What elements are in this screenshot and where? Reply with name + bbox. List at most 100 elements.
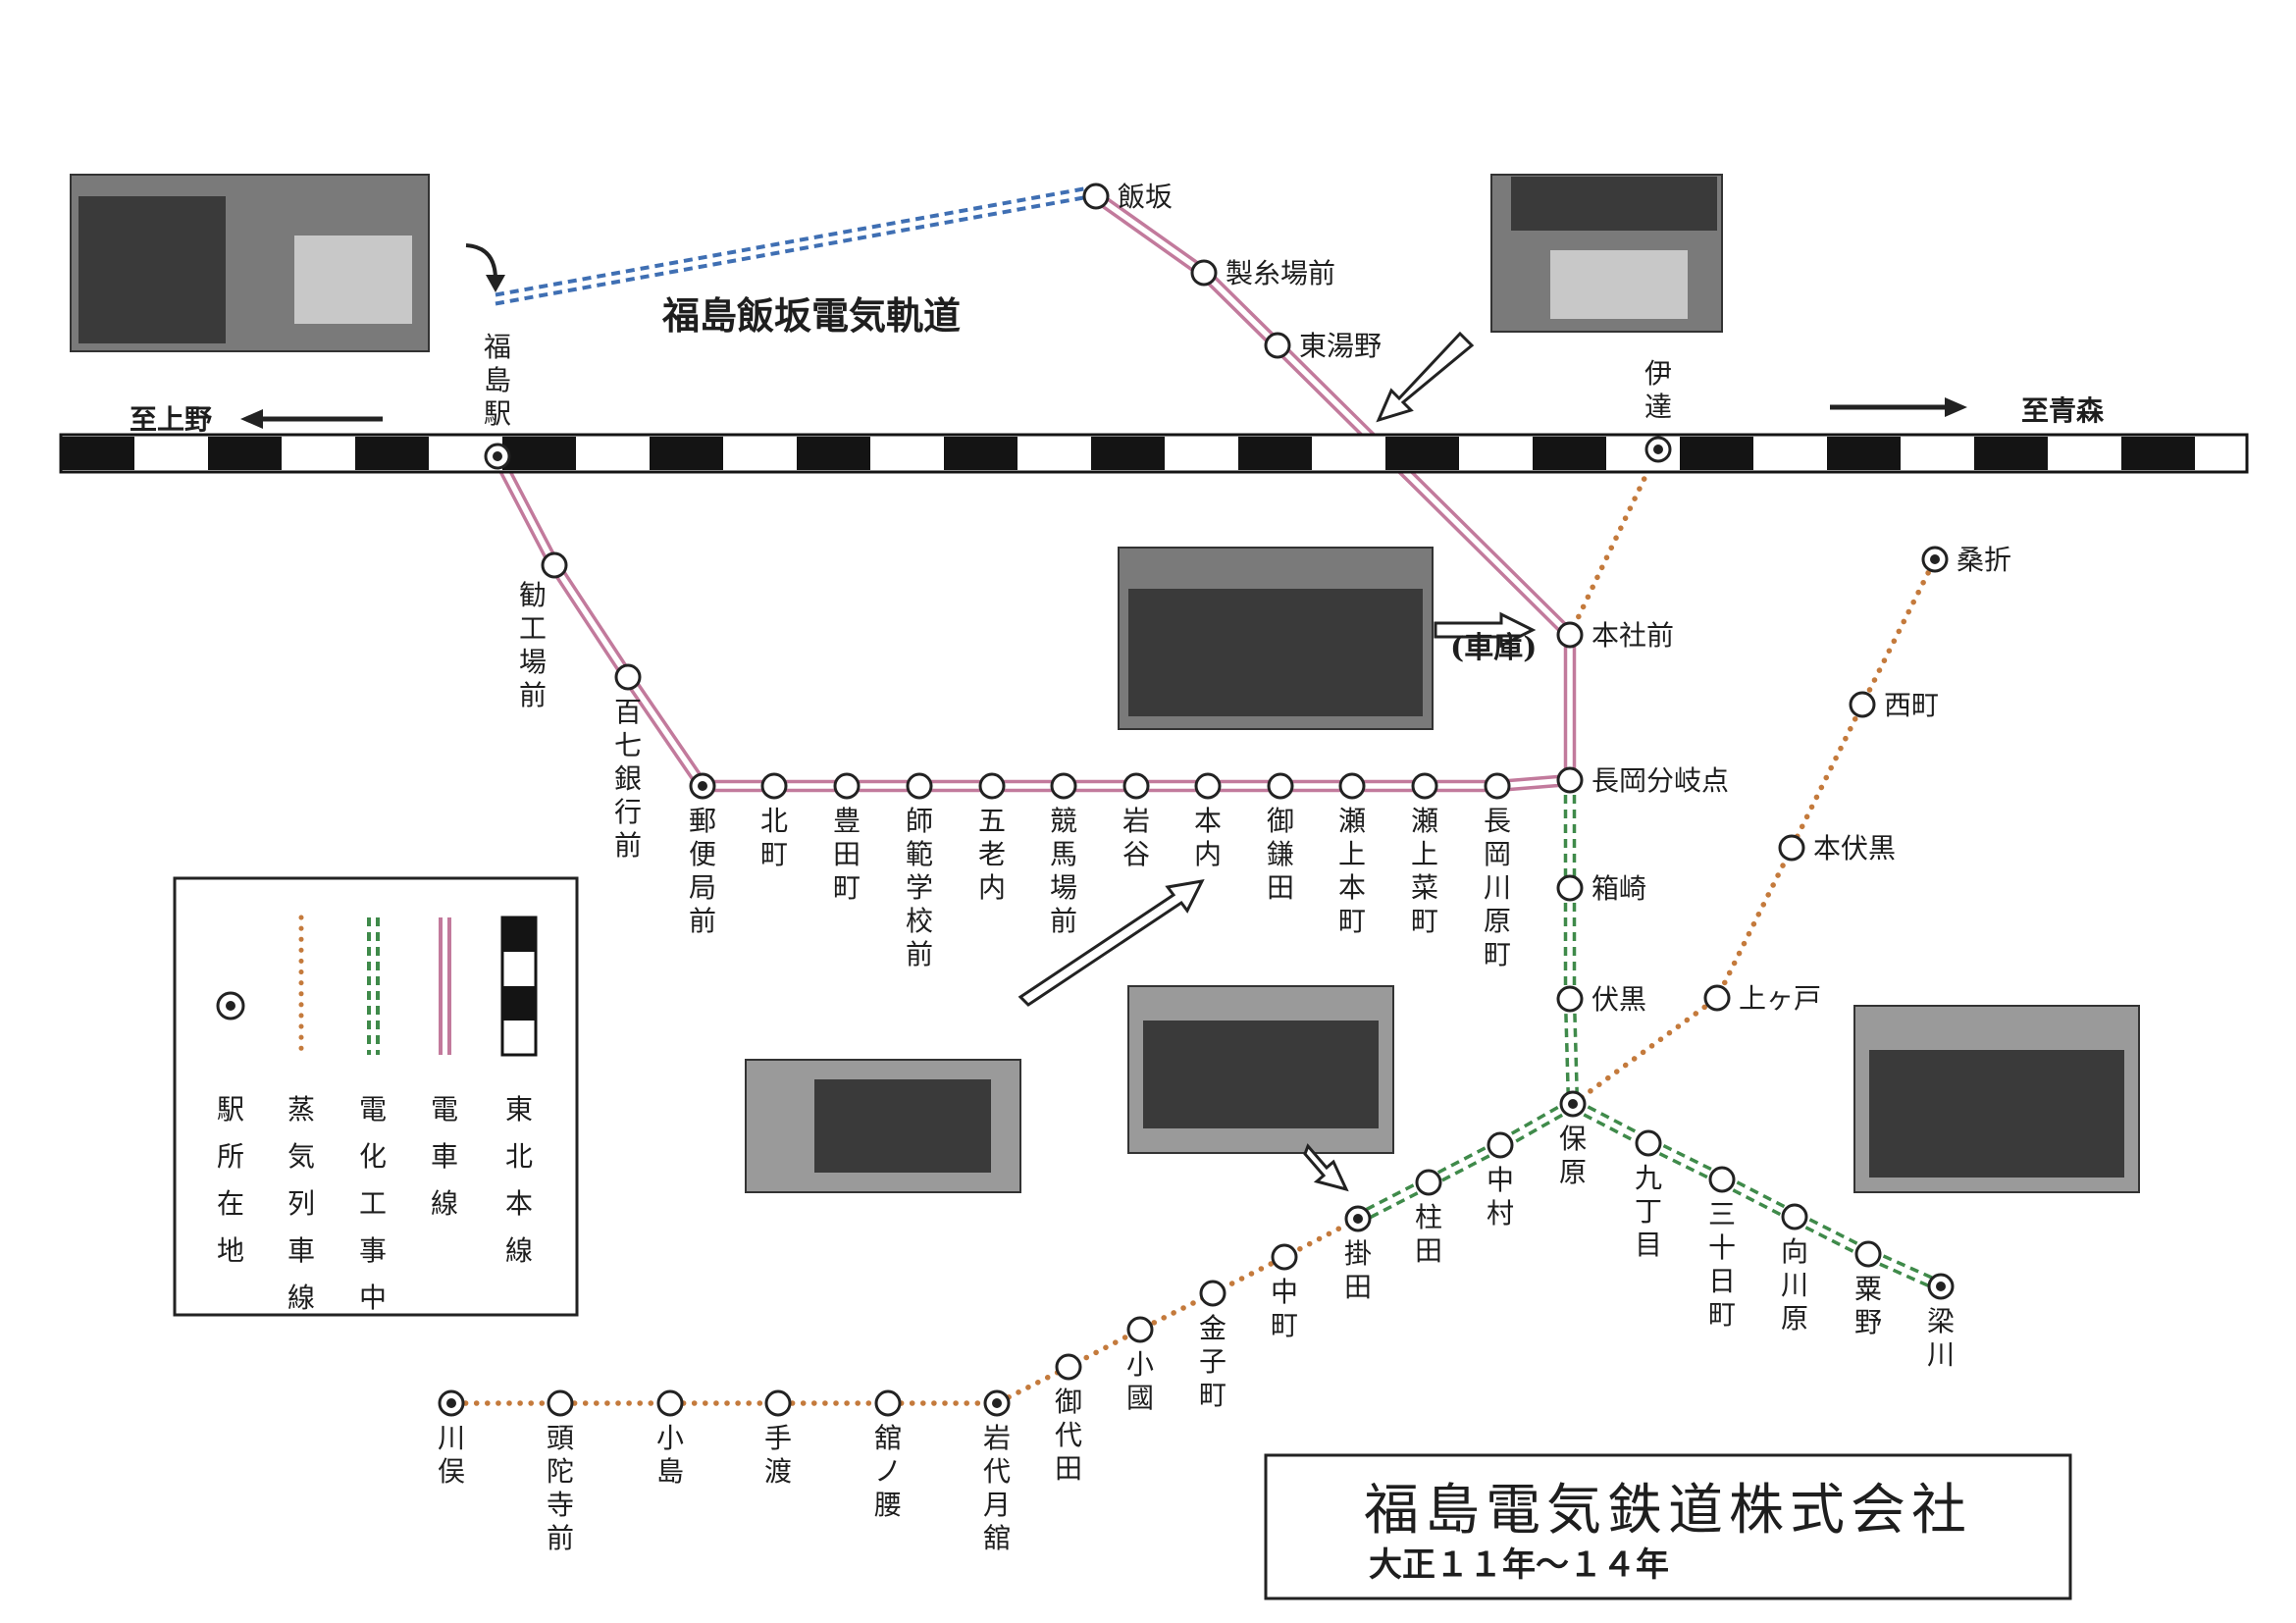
station-label: 小國	[1126, 1348, 1154, 1414]
station-marker	[978, 772, 1006, 800]
photo-depot	[1118, 547, 1434, 730]
station-marker-inner	[698, 781, 707, 791]
station-hyakushichi-ginko-mae: 百七銀行前	[614, 663, 642, 862]
station-label: 東湯野	[1299, 330, 1382, 362]
station-label: 梁川	[1927, 1305, 1955, 1371]
station-label: 勧工場前	[519, 579, 547, 711]
station-marker	[1055, 1353, 1082, 1381]
station-label: 保原	[1559, 1123, 1587, 1188]
title-box: 福島電気鉄道株式会社 大正１１年～１４年	[1264, 1453, 2072, 1600]
tohoku-block	[502, 437, 576, 470]
station-marker	[1778, 834, 1805, 862]
station-label: 郵便局前	[689, 805, 716, 937]
station-seishijo-mae: 製糸場前	[1190, 257, 1335, 289]
station-label: 三十日町	[1708, 1198, 1736, 1331]
station-label: 西町	[1884, 689, 1939, 721]
station-nakamachi: 中町	[1271, 1243, 1298, 1341]
arrow-to-depot	[1434, 611, 1537, 649]
photo-locomotive-left	[745, 1059, 1021, 1193]
station-label: 本伏黒	[1813, 832, 1896, 864]
station-hashiradа: 柱田	[1415, 1169, 1442, 1267]
station-label: 粟野	[1854, 1273, 1882, 1338]
tohoku-block	[1385, 437, 1459, 470]
station-iwaya: 岩谷	[1122, 772, 1150, 870]
photo-tram-station	[1490, 174, 1723, 333]
tohoku-block	[1827, 437, 1901, 470]
station-yanagawa: 梁川	[1927, 1273, 1955, 1371]
station-kawamata: 川俣	[438, 1389, 465, 1488]
station-marker	[1199, 1280, 1226, 1307]
station-label: 競馬場前	[1050, 805, 1077, 937]
station-label: 製糸場前	[1226, 257, 1335, 289]
curved-arrow-head	[486, 275, 505, 292]
station-honuchi: 本内	[1194, 772, 1222, 870]
station-marker	[656, 1389, 684, 1417]
station-kujome: 九丁目	[1635, 1129, 1662, 1261]
station-label: 手渡	[764, 1422, 792, 1488]
station-kojima: 小島	[656, 1389, 684, 1488]
station-zudaji-mae: 頭陀寺前	[547, 1389, 574, 1554]
station-mukaikawara: 向川原	[1781, 1203, 1808, 1335]
tohoku-block	[1533, 437, 1606, 470]
station-marker	[614, 663, 642, 691]
station-marker	[1635, 1129, 1662, 1157]
station-yubinkyoku-mae: 郵便局前	[689, 772, 716, 937]
station-keibajo-mae: 競馬場前	[1050, 772, 1077, 937]
legend-label-station: 駅所在地	[217, 1093, 244, 1267]
station-marker	[1415, 1169, 1442, 1196]
photo-locomotive-center	[1127, 985, 1394, 1154]
station-nagaoka-bunkiten: 長岡分岐点	[1556, 764, 1729, 797]
tohoku-block	[208, 437, 282, 470]
station-marker	[1703, 984, 1731, 1012]
station-marker	[1781, 1203, 1808, 1230]
station-hakozaki: 箱崎	[1556, 872, 1646, 905]
station-label: 小島	[656, 1422, 684, 1488]
photo-locomotive-right	[1853, 1005, 2140, 1193]
station-kitamachi: 北町	[760, 772, 788, 870]
station-fushiguro: 伏黒	[1556, 983, 1646, 1016]
station-label: 金子町	[1199, 1312, 1226, 1411]
station-label: 向川原	[1781, 1235, 1808, 1335]
curved-arrow-icon	[465, 243, 497, 281]
iizaka-tram-line	[495, 185, 1090, 306]
station-label: 豊田町	[833, 805, 861, 904]
station-label: 師範学校前	[906, 805, 933, 970]
station-label: 飯坂	[1118, 181, 1173, 213]
electrification-line-hobara	[1563, 780, 1580, 1105]
tohoku-block	[1680, 437, 1753, 470]
dashed-double-line-icon	[367, 917, 380, 1055]
station-shihan-gakko-mae: 師範学校前	[906, 772, 933, 970]
station-marker	[833, 772, 861, 800]
station-marker	[764, 1389, 792, 1417]
tohoku-block	[1238, 437, 1312, 470]
station-iwashiro-tsukidate: 岩代月舘	[983, 1389, 1011, 1554]
station-label: 福島駅	[484, 331, 511, 430]
station-marker	[1264, 332, 1291, 359]
station-fukushima: 福島駅	[484, 331, 511, 470]
station-marker	[1708, 1166, 1736, 1193]
station-mishirota: 御代田	[1055, 1353, 1082, 1485]
station-nakamura: 中村	[1487, 1131, 1514, 1230]
tram-line-iizaka	[1092, 190, 1577, 780]
stations-layer: 福島駅伊達飯坂製糸場前東湯野本社前長岡分岐点箱崎伏黒保原勧工場前百七銀行前郵便局…	[438, 181, 2011, 1554]
checkered-line-icon	[500, 916, 538, 1057]
tohoku-block	[1091, 437, 1165, 470]
legend-label-tohoku: 東北本線	[505, 1093, 533, 1267]
station-label: 長岡川原町	[1484, 805, 1511, 970]
station-marker	[1484, 772, 1511, 800]
station-label: 御代田	[1055, 1386, 1082, 1485]
station-label: 岩谷	[1122, 805, 1150, 870]
station-marker	[1411, 772, 1438, 800]
station-marker	[1487, 1131, 1514, 1159]
station-label: 川俣	[438, 1422, 465, 1488]
station-toyotamachi: 豊田町	[833, 772, 861, 904]
station-marker	[1122, 772, 1150, 800]
station-label: 掛田	[1344, 1237, 1372, 1303]
legend-label-steam: 蒸気列車線	[287, 1093, 315, 1314]
station-label: 長岡分岐点	[1592, 764, 1729, 797]
station-kangyojo-mae: 勧工場前	[519, 551, 568, 711]
station-marker-inner	[1353, 1214, 1363, 1224]
station-label: 柱田	[1415, 1201, 1442, 1267]
